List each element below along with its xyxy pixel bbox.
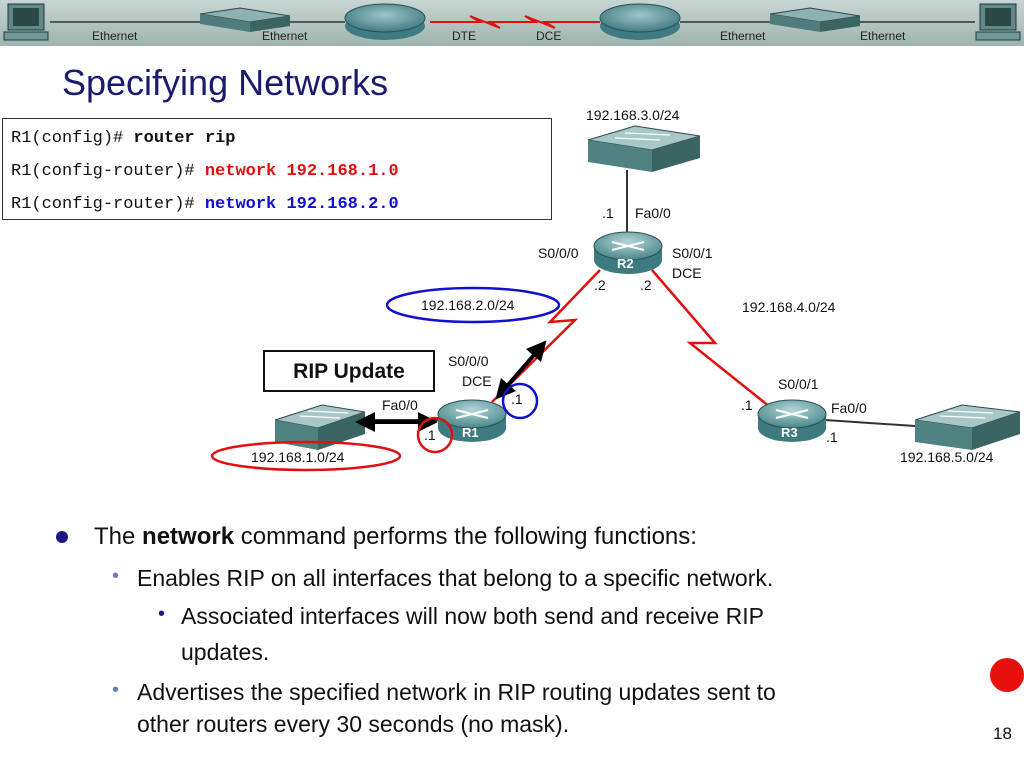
interface-label: S0/0/1 <box>672 245 713 261</box>
router-icon <box>344 3 426 40</box>
router-label: R3 <box>781 425 798 440</box>
highlight-ellipse <box>210 440 402 472</box>
highlight-ellipse <box>385 286 561 324</box>
bullet-dot-icon: • <box>112 679 120 701</box>
switch-icon <box>914 404 1021 450</box>
bullet-bold: network <box>142 523 235 550</box>
ip-label: .2 <box>594 277 606 293</box>
interface-label: S0/0/0 <box>448 353 489 369</box>
switch-icon <box>769 7 861 32</box>
ip-label: .1 <box>511 391 523 407</box>
highlight-circle <box>501 382 539 420</box>
serial-link-r2-r3 <box>651 269 781 416</box>
network-label: 192.168.2.0/24 <box>421 297 515 313</box>
router-icon <box>599 3 681 40</box>
interface-label: S0/0/1 <box>778 376 819 392</box>
command-line: R1(config)# router rip <box>11 129 235 148</box>
command-line: R1(config-router)# network 192.168.1.0 <box>11 162 399 181</box>
ip-label: .1 <box>424 427 436 443</box>
command-line: R1(config-router)# network 192.168.2.0 <box>11 195 399 214</box>
ip-label: .1 <box>741 397 753 413</box>
interface-label: Fa0/0 <box>831 400 867 416</box>
bullet-sub: other routers every 30 seconds (no mask)… <box>137 711 570 737</box>
interface-label: Fa0/0 <box>635 205 671 221</box>
header-banner: Ethernet Ethernet DTE DCE Ethernet Ether… <box>0 0 1024 46</box>
router-r2 <box>593 231 663 274</box>
router-label: R2 <box>617 256 634 271</box>
bullet-sub: Enables RIP on all interfaces that belon… <box>137 565 774 591</box>
link-r3-switch <box>824 419 931 428</box>
bullet-sub2: Associated interfaces will now both send… <box>181 603 764 629</box>
banner-label: Ethernet <box>262 29 308 43</box>
network-label: 192.168.4.0/24 <box>742 299 836 315</box>
page-title: Specifying Networks <box>62 62 389 103</box>
cli-prompt: R1(config-router)# <box>11 162 195 181</box>
page-number: 18 <box>993 724 1012 743</box>
rip-update-arrow <box>495 340 547 400</box>
pc-icon <box>975 3 1021 41</box>
banner-label: DTE <box>452 29 476 43</box>
banner-label: Ethernet <box>860 29 906 43</box>
ip-label: .1 <box>602 205 614 221</box>
switch-icon <box>199 7 291 32</box>
cli-command: network 192.168.1.0 <box>204 162 399 181</box>
network-label: 192.168.1.0/24 <box>251 449 345 465</box>
router-r1 <box>437 399 507 442</box>
cli-prompt: R1(config-router)# <box>11 195 195 214</box>
network-diagram: R2 R1 R3 192.168.3.0/24 .1 Fa0/0 S0/0/0 … <box>210 107 1021 472</box>
dce-label: DCE <box>462 373 492 389</box>
cli-command: router rip <box>133 129 236 148</box>
router-r3 <box>757 399 827 442</box>
ip-label: .2 <box>640 277 652 293</box>
network-label: 192.168.5.0/24 <box>900 449 994 465</box>
record-dot-icon <box>990 658 1024 692</box>
banner-label: Ethernet <box>92 29 138 43</box>
bullet-dot-icon: • <box>112 565 120 587</box>
highlight-circle <box>416 416 454 454</box>
cli-prompt: R1(config)# <box>11 129 124 148</box>
bullet-sub: Advertises the specified network in RIP … <box>137 679 776 705</box>
banner-label: DCE <box>536 29 561 43</box>
banner-label: Ethernet <box>720 29 766 43</box>
switch-icon <box>587 125 701 172</box>
dce-label: DCE <box>672 265 702 281</box>
bullet-dot-icon: • <box>158 603 166 625</box>
bullet-dot-icon <box>56 531 68 543</box>
pc-icon <box>3 3 49 41</box>
bullet-text: command performs the following functions… <box>234 523 697 550</box>
cli-command: network 192.168.2.0 <box>204 195 399 214</box>
interface-label: Fa0/0 <box>382 397 418 413</box>
bullet-sub2: updates. <box>181 639 270 665</box>
bullet-text: The <box>94 523 143 550</box>
ip-label: .1 <box>826 429 838 445</box>
rip-update-label: RIP Update <box>263 350 435 392</box>
interface-label: S0/0/0 <box>538 245 579 261</box>
network-label: 192.168.3.0/24 <box>586 107 680 123</box>
router-label: R1 <box>462 425 479 440</box>
command-box: R1(config)# router rip R1(config-router)… <box>2 118 552 220</box>
